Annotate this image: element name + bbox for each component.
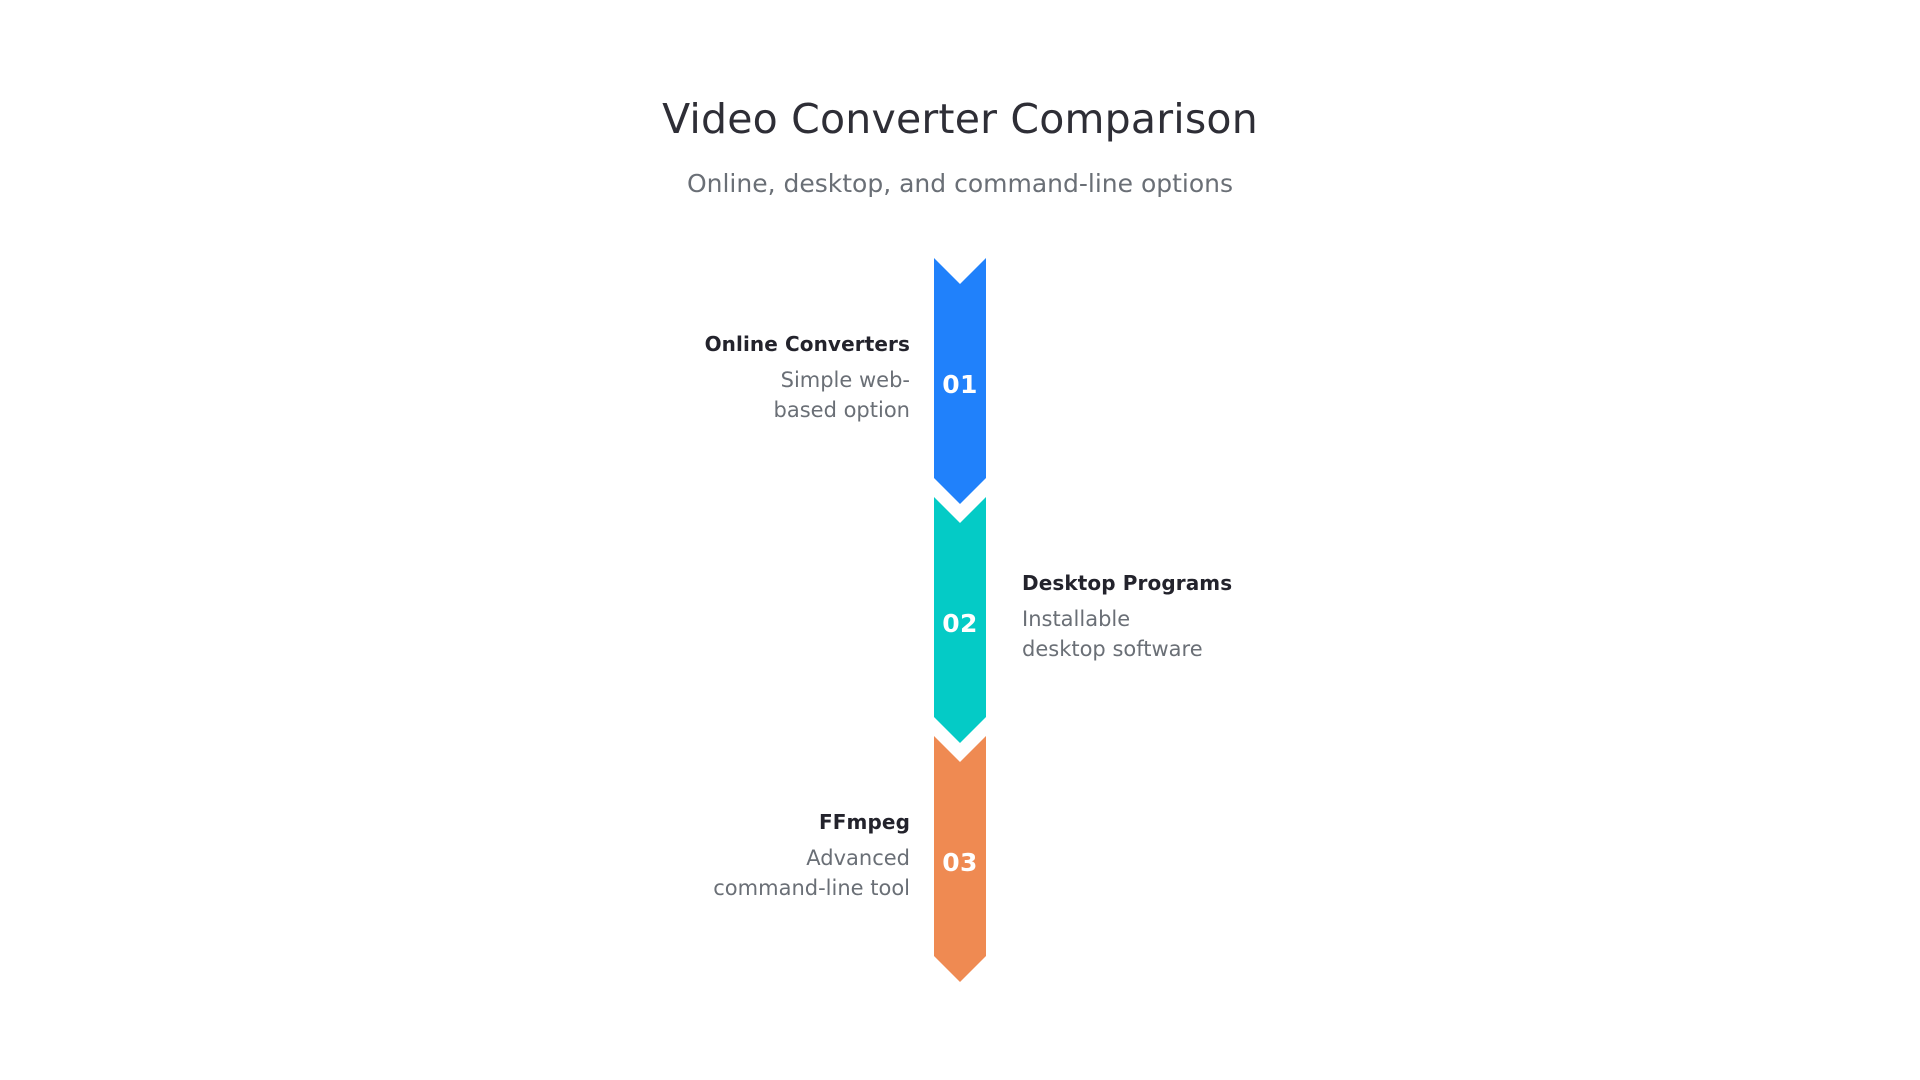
chevron-shape-2: [934, 497, 986, 743]
step-label-1: Online Converters Simple web- based opti…: [580, 332, 910, 426]
step-label-2: Desktop Programs Installable desktop sof…: [1022, 571, 1352, 665]
chevron-polygon-3: [934, 736, 986, 982]
chevron-shape-1: [934, 258, 986, 504]
step-title-1: Online Converters: [704, 332, 910, 356]
chevron-polygon-1: [934, 258, 986, 504]
step-label-3: FFmpeg Advanced command-line tool: [580, 810, 910, 904]
step-number-2: 02: [942, 609, 978, 638]
step-description-2: Installable desktop software: [1022, 607, 1203, 661]
step-title-3: FFmpeg: [819, 810, 910, 834]
step-number-3: 03: [942, 848, 978, 877]
step-title-2: Desktop Programs: [1022, 571, 1233, 595]
chevron-polygon-2: [934, 497, 986, 743]
page-subtitle: Online, desktop, and command-line option…: [686, 169, 1234, 199]
step-description-3: Advanced command-line tool: [713, 846, 910, 900]
step-description-1: Simple web- based option: [773, 368, 910, 422]
chevron-shape-3: [934, 736, 986, 982]
page-title: Video Converter Comparison: [662, 95, 1258, 143]
header: Video Converter Comparison Online, deskt…: [0, 95, 1920, 199]
step-number-1: 01: [942, 370, 978, 399]
